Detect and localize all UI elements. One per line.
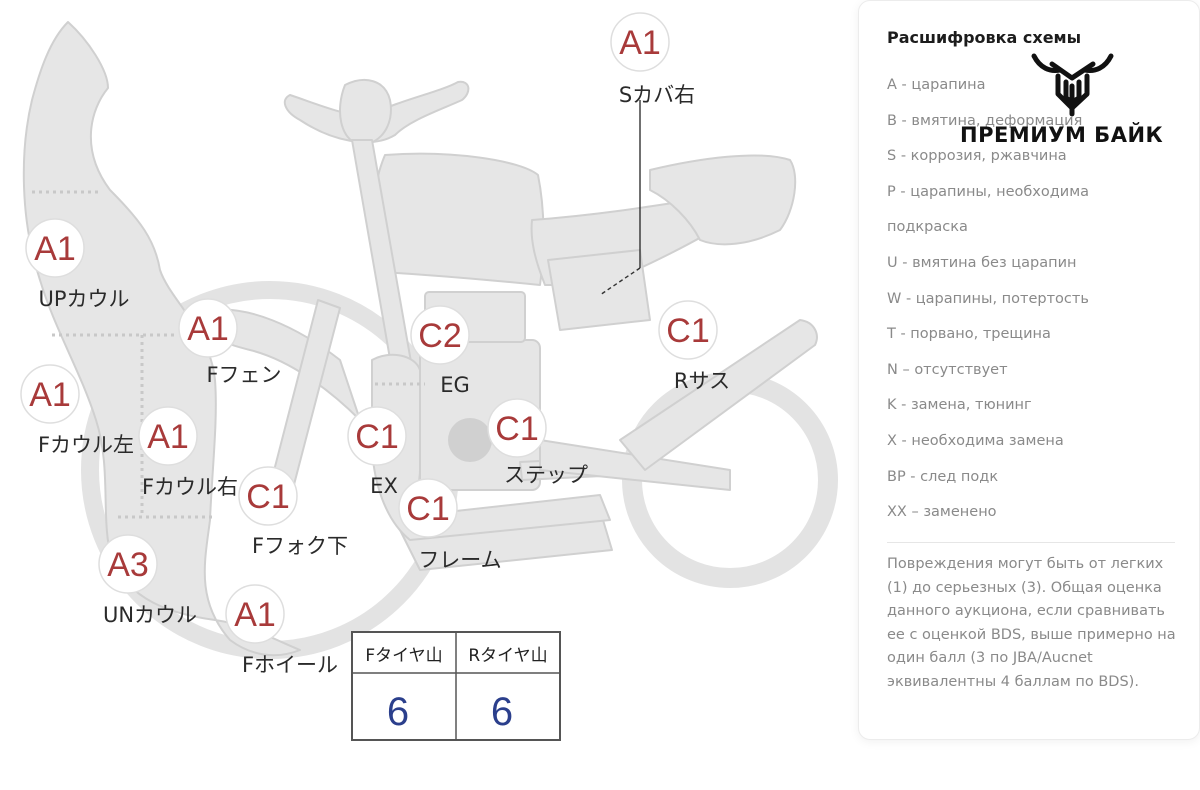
damage-mark-badge	[238, 466, 298, 526]
legend-item: N – отсутствует	[887, 361, 1008, 378]
front-tire-header: Fタイヤ山	[365, 646, 442, 666]
damage-mark-badge	[398, 478, 458, 538]
fuel-tank	[372, 152, 545, 286]
damage-mark-badge	[658, 300, 718, 360]
legend-item: B - вмятина, деформация	[887, 112, 1083, 129]
damage-part-label: Rサス	[674, 369, 730, 393]
damage-mark-step: C1 ステップ	[487, 398, 588, 487]
damage-mark-badge	[225, 584, 285, 644]
rear-cowl	[649, 154, 797, 246]
damage-mark-badge	[20, 364, 80, 424]
legend-card: Расшифровка схемы A - царапина B - вмятин…	[858, 0, 1200, 740]
damage-part-label: Fフォク下	[252, 534, 348, 558]
damage-code: C1	[246, 478, 289, 516]
legend-title: Расшифровка схемы	[887, 28, 1082, 47]
damage-code: C2	[418, 317, 461, 355]
damage-mark-badge	[98, 534, 158, 594]
legend-note: Повреждения могут быть от легких (1) до …	[887, 556, 1176, 690]
s-cover-leader	[599, 100, 641, 296]
legend-item: BP - след подк	[887, 468, 999, 485]
bull-logo-icon	[1031, 53, 1114, 117]
legend-item: P - царапины, необходима	[887, 183, 1090, 200]
engine-cover	[448, 418, 492, 462]
damage-code: C1	[666, 312, 709, 350]
damage-part-label: Fカウル左	[38, 433, 134, 457]
brand-block: ПРЕМИУМ БАЙК	[960, 50, 1185, 155]
damage-code: A1	[234, 596, 276, 634]
damage-part-label: UPカウル	[38, 287, 129, 311]
legend-list: A - царапина B - вмятина, деформация S - к…	[887, 73, 1089, 536]
rear-muffler	[619, 319, 818, 471]
damage-mark-badge	[347, 406, 407, 466]
damage-mark-badge	[410, 305, 470, 365]
damage-part-label: ステップ	[504, 463, 588, 487]
legend-divider	[887, 542, 1175, 543]
legend-item: X - необходима замена	[887, 432, 1064, 449]
tire-tread-table: Fタイヤ山 Rタイヤ山 6 6	[351, 631, 561, 741]
damage-part-label: Fカウル右	[142, 475, 238, 499]
rear-tire-value: 6	[491, 690, 513, 734]
legend-item: T - порвано, трещина	[887, 326, 1051, 343]
swingarm	[539, 439, 731, 491]
damage-part-label: Fフェン	[206, 363, 281, 387]
legend-item: K - замена, тюнинг	[887, 397, 1032, 414]
damage-part-label: EG	[440, 373, 470, 397]
damage-code: A1	[619, 24, 661, 62]
damage-mark-badge	[610, 12, 670, 72]
legend-item: W - царапины, потертость	[887, 290, 1089, 307]
legend-item: S - коррозия, ржавчина	[887, 148, 1067, 165]
damage-code: C1	[406, 490, 449, 528]
side-cover	[547, 249, 651, 331]
legend-item: A - царапина	[887, 77, 986, 93]
damage-mark-badge	[178, 298, 238, 358]
damage-code: A1	[29, 376, 71, 414]
damage-mark-badge	[138, 406, 198, 466]
damage-part-label: フレーム	[418, 548, 501, 572]
damage-code: A1	[147, 418, 189, 456]
front-tire-value: 6	[387, 690, 409, 734]
damage-part-label: Sカバ右	[619, 83, 695, 107]
damage-code: C1	[495, 410, 538, 448]
damage-part-label: EX	[370, 474, 398, 498]
damage-code: C1	[355, 418, 398, 456]
damage-mark-frame: C1 フレーム	[398, 478, 502, 572]
damage-code: A1	[34, 230, 76, 268]
damage-code: A3	[107, 546, 149, 584]
headlight	[339, 79, 392, 146]
legend-item: подкраска	[887, 219, 968, 236]
zone-divider-lines	[32, 190, 425, 519]
damage-part-label: UNカウル	[103, 603, 197, 627]
legend-item: U - вмятина без царапин	[887, 254, 1077, 271]
motorcycle-outline	[22, 21, 838, 659]
rear-tire-header: Rタイヤ山	[468, 646, 547, 666]
damage-code: A1	[187, 310, 229, 348]
legend-item: XX – заменено	[887, 504, 997, 521]
damage-mark-badge	[487, 398, 547, 458]
front-fairing	[22, 21, 301, 657]
damage-mark-badge	[25, 218, 85, 278]
brand-name: ПРЕМИУМ БАЙК	[960, 123, 1164, 147]
damage-part-label: Fホイール	[242, 653, 338, 677]
